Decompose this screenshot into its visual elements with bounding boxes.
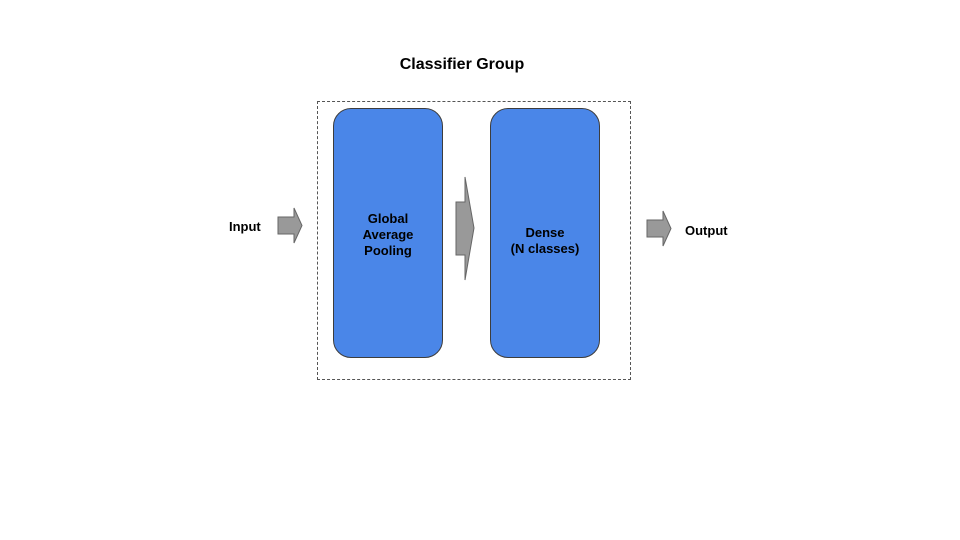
dense-block: Dense (N classes) xyxy=(490,108,600,358)
middle-arrow-icon xyxy=(455,176,475,281)
classifier-group-box xyxy=(317,101,631,380)
group-title: Classifier Group xyxy=(399,56,525,73)
dense-label: Dense (N classes) xyxy=(510,225,580,256)
global-average-pooling-label: Global Average Pooling xyxy=(362,211,414,258)
output-arrow-icon xyxy=(646,210,672,247)
input-arrow-icon xyxy=(277,207,303,244)
input-label: Input xyxy=(229,219,261,234)
output-label: Output xyxy=(685,223,728,238)
global-average-pooling-block: Global Average Pooling xyxy=(333,108,443,358)
